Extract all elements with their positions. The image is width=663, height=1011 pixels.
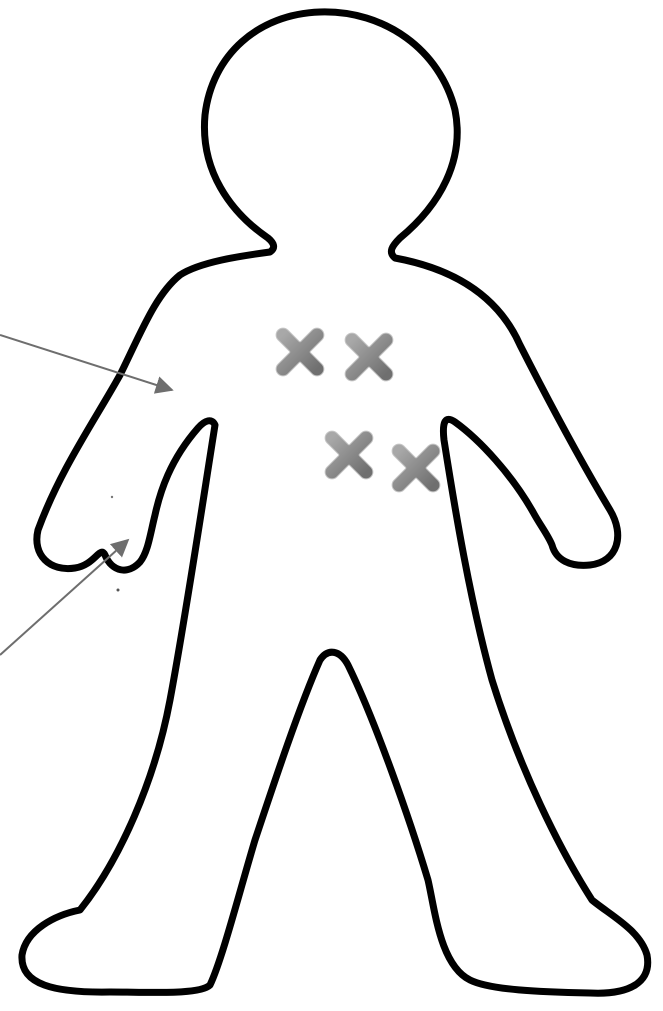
- body-outline: [22, 12, 648, 993]
- stray-dot: [117, 589, 120, 592]
- stray-dot: [111, 496, 113, 498]
